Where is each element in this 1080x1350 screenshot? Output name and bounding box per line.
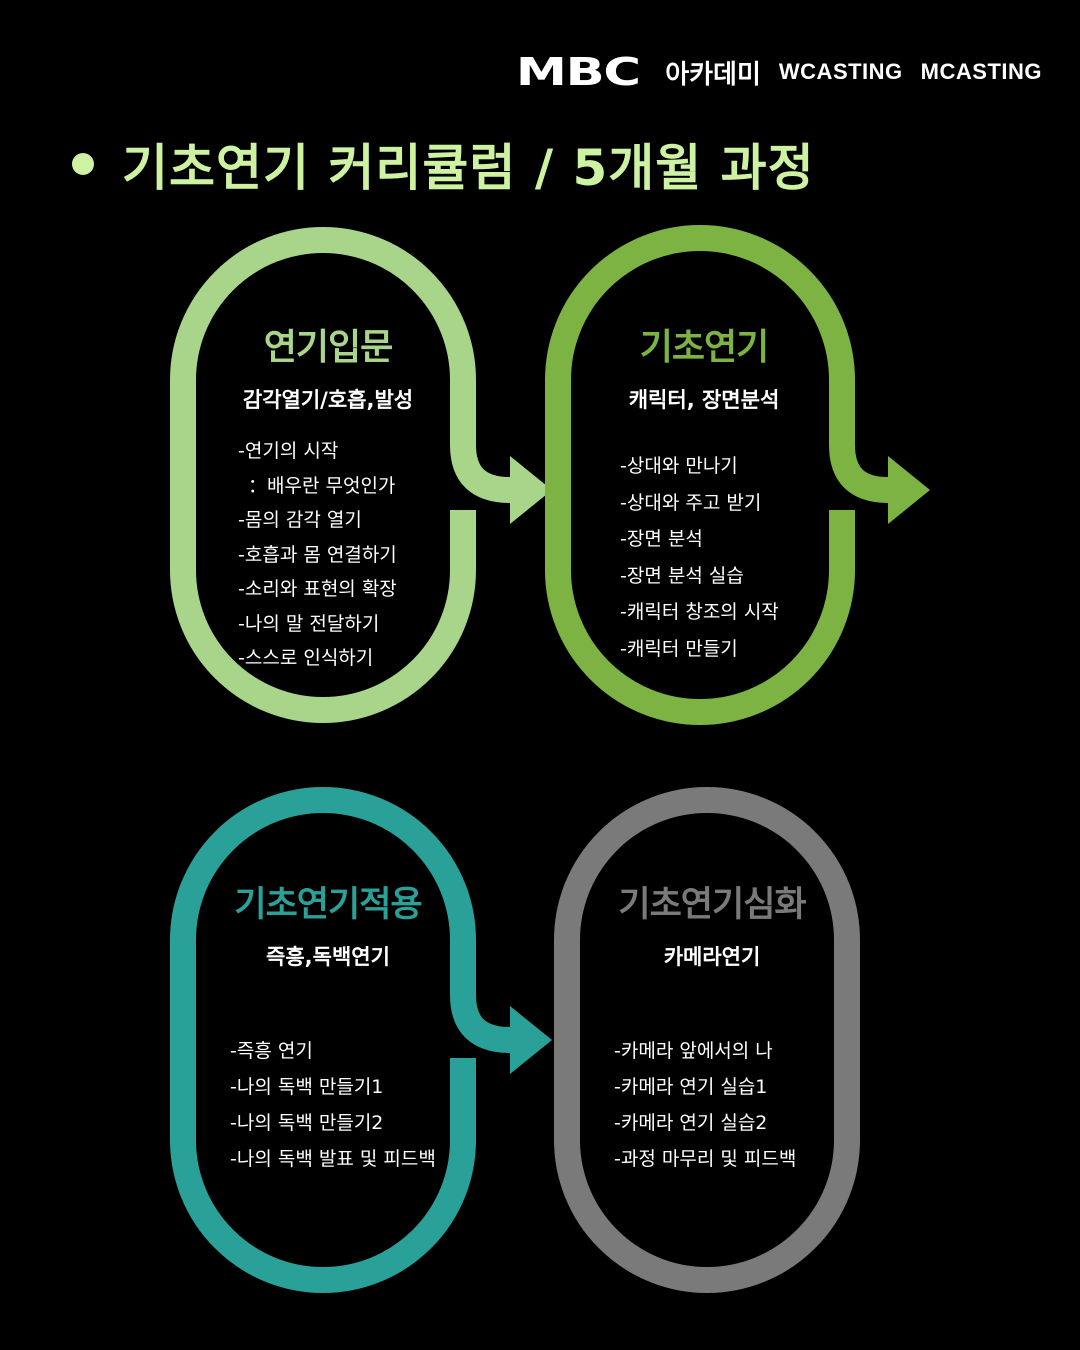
list-item: -몸의 감각 열기 (238, 509, 362, 531)
list-item: -장면 분석 실습 (620, 564, 744, 587)
stage-card-4: 기초연기심화 카메라연기 -카메라 앞에서의 나 -카메라 연기 실습1 -카메… (562, 876, 862, 1177)
academy-label: 아카데미 (665, 59, 761, 90)
stage-item-list: -즉흥 연기 -나의 독백 만들기1 -나의 독백 만들기2 -나의 독백 발표… (230, 1033, 478, 1177)
stage1-loop (170, 227, 552, 723)
stage-item-list: -상대와 만나기 -상대와 주고 받기 -장면 분석 -장면 분석 실습 -캐릭… (620, 448, 854, 667)
list-item: -나의 독백 발표 및 피드백 (230, 1148, 436, 1170)
list-item: -나의 독백 만들기1 (230, 1076, 384, 1098)
stage3-arrow-icon (510, 1006, 552, 1074)
stage3-connector (450, 994, 511, 1053)
stage-subtitle: 감각열기/호흡,발성 (242, 388, 414, 412)
stage1-arrow-icon (510, 456, 552, 524)
bullet-icon (72, 153, 94, 175)
list-item: -상대와 주고 받기 (620, 491, 762, 514)
list-item: -호흡과 몸 연결하기 (238, 543, 397, 566)
list-item: -즉흥 연기 (230, 1040, 313, 1062)
page-title-text: 기초연기 커리큘럼 / 5개월 과정 (122, 139, 815, 197)
stage2-loop (545, 225, 930, 725)
stage-title: 기초연기심화 (618, 885, 806, 925)
stage2-arrow-icon (888, 456, 930, 524)
stage1-pill-outline (170, 227, 476, 723)
list-item: -스스로 인식하기 (238, 647, 374, 669)
stage-title: 기초연기 (639, 327, 769, 368)
page-title: 기초연기 커리큘럼 / 5개월 과정 (72, 128, 815, 200)
stage-card-3: 기초연기적용 즉흥,독백연기 -즉흥 연기 -나의 독백 만들기1 -나의 독백… (178, 876, 478, 1177)
stage-card-1: 연기입문 감각열기/호흡,발성 -연기의 시작 ：배우란 무엇인가 -몸의 감각… (178, 318, 478, 676)
stage4-loop (554, 787, 860, 1293)
list-item: -장면 분석 (620, 528, 703, 550)
stage-item-list: -카메라 앞에서의 나 -카메라 연기 실습1 -카메라 연기 실습2 -과정 … (614, 1033, 862, 1177)
stage4-pill-outline (554, 787, 860, 1293)
list-item: -과정 마무리 및 피드백 (614, 1148, 797, 1170)
mcasting-logo: MCASTING (920, 59, 1042, 84)
list-item: -상대와 만나기 (620, 455, 738, 477)
stage3-pill-outline (170, 787, 476, 1293)
stage-subtitle: 캐릭터, 장면분석 (628, 388, 780, 412)
list-item: -카메라 연기 실습2 (614, 1112, 768, 1134)
brand-logo: MBC 아카데미 WCASTING MCASTING (515, 50, 1042, 94)
stage3-loop (170, 787, 552, 1293)
stage2-pill-outline (545, 225, 855, 725)
list-item: -연기의 시작 (238, 440, 339, 462)
list-item: -캐릭터 창조의 시작 (620, 601, 779, 623)
stage-subtitle: 즉흥,독백연기 (266, 945, 390, 969)
stage-subtitle: 카메라연기 (663, 945, 761, 969)
list-item: -카메라 연기 실습1 (614, 1076, 768, 1098)
stage-title: 기초연기적용 (234, 885, 422, 925)
list-item: -나의 독백 만들기2 (230, 1112, 384, 1134)
stage1-connector (450, 444, 511, 503)
stage-title: 연기입문 (263, 327, 393, 368)
wcasting-logo: WCASTING (778, 59, 903, 84)
list-item: -카메라 앞에서의 나 (614, 1040, 773, 1062)
list-item: -캐릭터 만들기 (620, 637, 738, 660)
list-item: -나의 말 전달하기 (238, 612, 380, 635)
list-item: ：배우란 무엇인가 (248, 474, 396, 497)
stage-card-2: 기초연기 캐릭터, 장면분석 -상대와 만나기 -상대와 주고 받기 -장면 분… (554, 318, 854, 667)
stage-item-list: -연기의 시작 ：배우란 무엇인가 -몸의 감각 열기 -호흡과 몸 연결하기 … (238, 434, 478, 676)
mbc-logo: MBC (515, 50, 640, 94)
stage2-connector (829, 444, 889, 503)
list-item: -소리와 표현의 확장 (238, 578, 397, 600)
